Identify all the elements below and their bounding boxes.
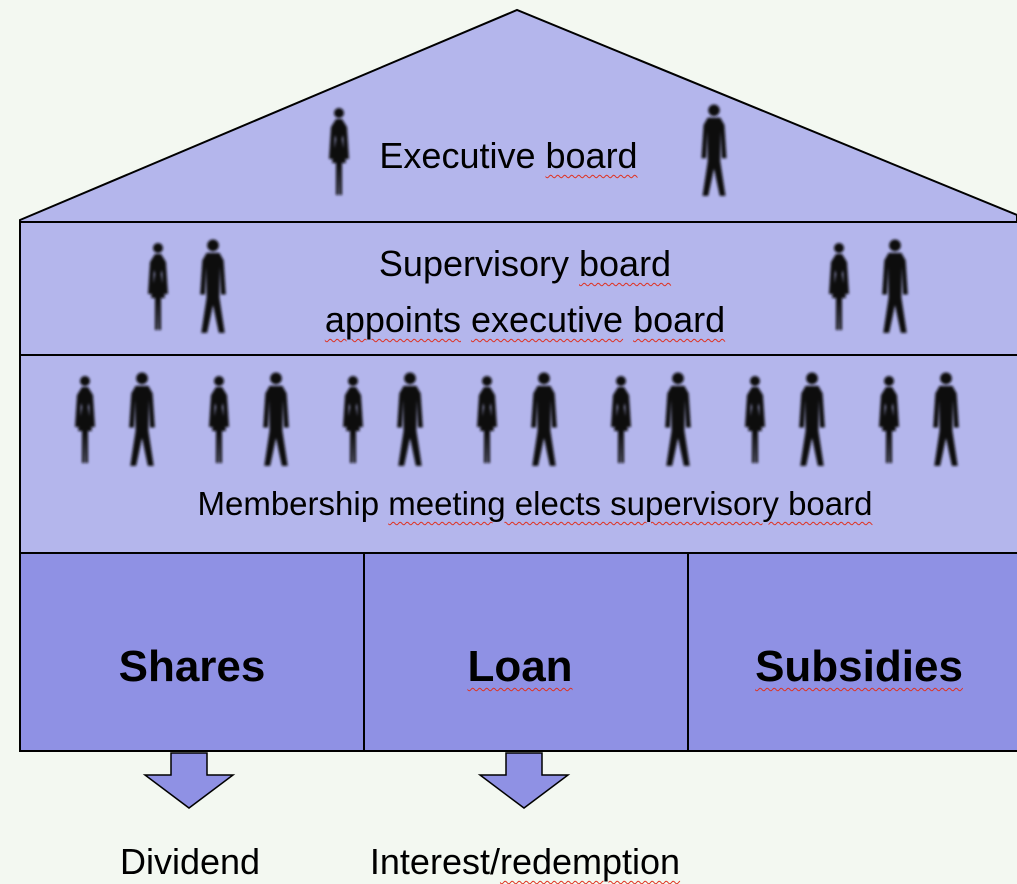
membership-band <box>19 354 1017 554</box>
shares-box <box>19 552 365 752</box>
interest-arrow <box>477 752 571 809</box>
dividend-label: Dividend <box>119 841 261 882</box>
interest-redemption-label: Interest/redemption <box>369 841 681 882</box>
appoints-executive-board-label: appoints executive board <box>324 299 726 340</box>
loan-label: Loan <box>467 642 573 691</box>
subsidies-label: Subsidies <box>755 642 963 691</box>
executive-board-label: Executive board <box>379 135 638 176</box>
subsidies-box <box>687 552 1017 752</box>
supervisory-band <box>19 221 1017 356</box>
roof-section <box>19 8 1017 223</box>
membership-meeting-label: Membership meeting elects supervisory bo… <box>197 485 873 522</box>
dividend-arrow <box>142 752 236 809</box>
supervisory-board-label: Supervisory board <box>378 243 672 284</box>
loan-box <box>363 552 689 752</box>
shares-label: Shares <box>118 642 266 691</box>
